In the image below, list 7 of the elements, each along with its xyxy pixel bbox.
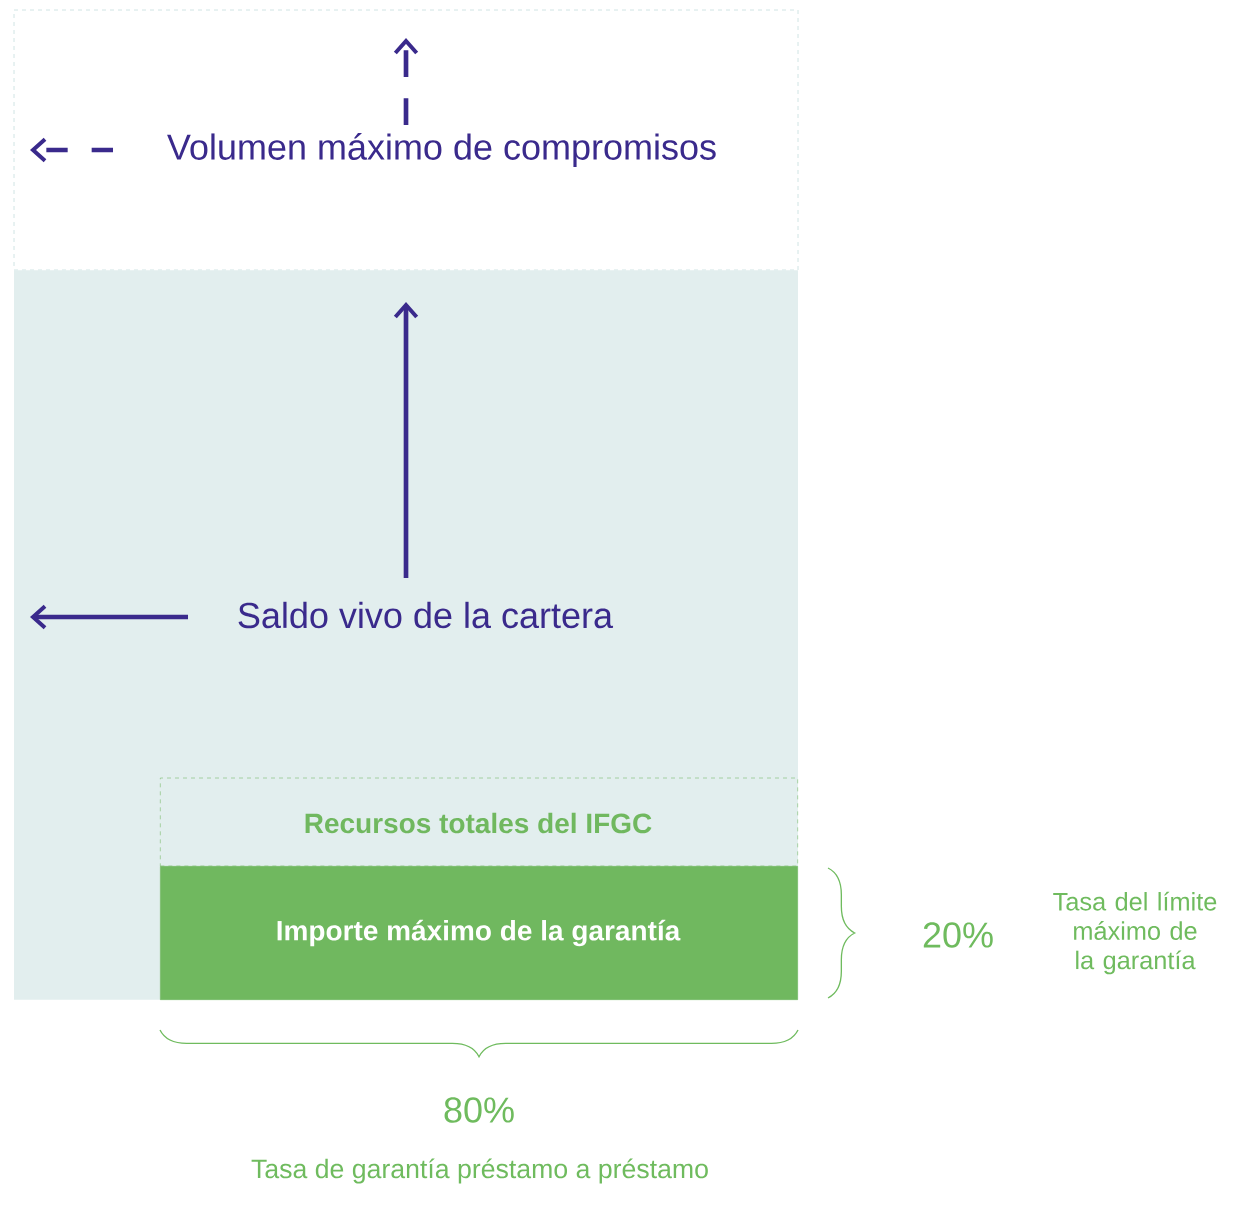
note-text: Tasa del límite máximo de la garantía [1053, 891, 1217, 975]
note-text: Tasa de garantía préstamo a préstamo [251, 1158, 708, 1184]
dashed-box: Recursos totales del IFGC [160, 777, 798, 867]
percentage-label: 20% [923, 922, 993, 948]
dashed-box: Volumen máximo de compromisos [13, 9, 799, 271]
percentage-label: 80% [444, 1097, 514, 1123]
filled-box: Importe máximo de la garantía [160, 866, 798, 1000]
